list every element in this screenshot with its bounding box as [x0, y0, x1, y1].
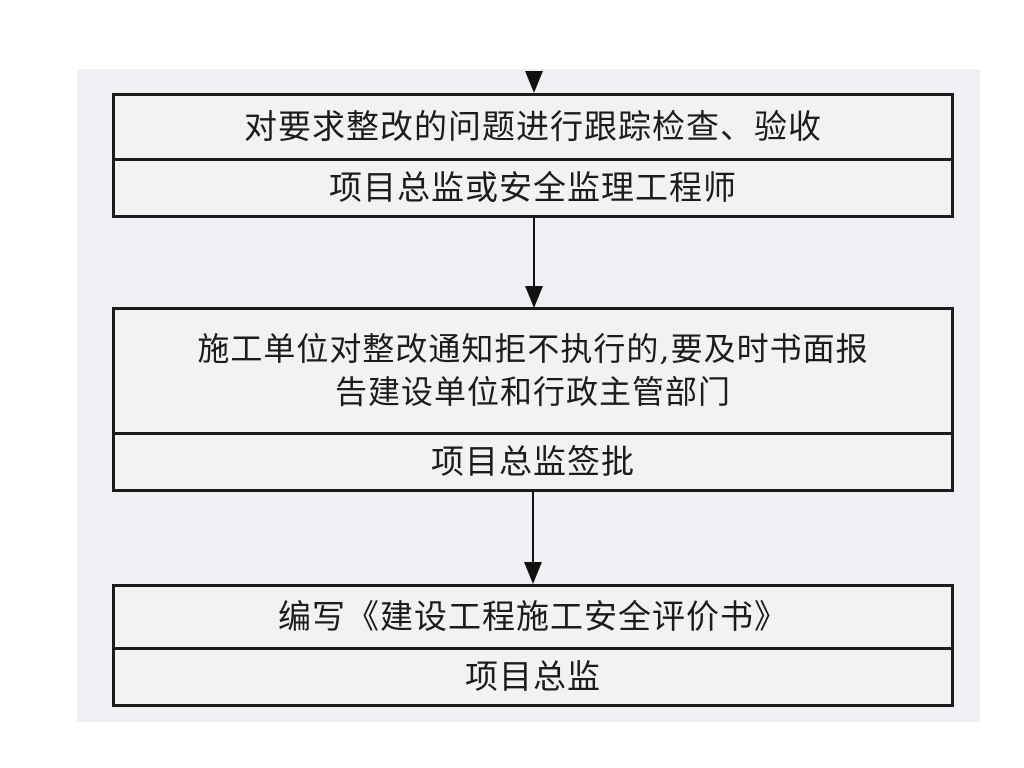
arrow-head-icon: [525, 286, 543, 308]
step-3-action-text: 编写《建设工程施工安全评价书》: [278, 596, 788, 636]
step-2-responsible: 项目总监签批: [115, 432, 951, 489]
flow-step-2: 施工单位对整改通知拒不执行的,要及时书面报 告建设单位和行政主管部门 项目总监签…: [112, 307, 954, 492]
arrow-line: [532, 492, 534, 564]
step-3-responsible-text: 项目总监: [465, 656, 601, 696]
step-3-action: 编写《建设工程施工安全评价书》: [115, 587, 951, 647]
flow-step-3: 编写《建设工程施工安全评价书》 项目总监: [112, 584, 954, 707]
arrow-head-icon: [525, 71, 543, 93]
step-2-action-line-1: 施工单位对整改通知拒不执行的,要及时书面报: [197, 329, 869, 368]
step-1-action-text: 对要求整改的问题进行跟踪检查、验收: [244, 106, 822, 146]
arrow-head-icon: [524, 562, 542, 584]
step-2-action: 施工单位对整改通知拒不执行的,要及时书面报 告建设单位和行政主管部门: [115, 310, 951, 432]
step-1-action: 对要求整改的问题进行跟踪检查、验收: [115, 96, 951, 158]
step-1-responsible-text: 项目总监或安全监理工程师: [329, 167, 737, 207]
step-1-responsible: 项目总监或安全监理工程师: [115, 158, 951, 215]
step-3-responsible: 项目总监: [115, 647, 951, 704]
step-2-action-line-2: 告建设单位和行政主管部门: [334, 373, 731, 411]
arrow-line: [533, 218, 535, 288]
step-2-responsible-text: 项目总监签批: [431, 441, 635, 481]
flow-step-1: 对要求整改的问题进行跟踪检查、验收 项目总监或安全监理工程师: [112, 93, 954, 218]
